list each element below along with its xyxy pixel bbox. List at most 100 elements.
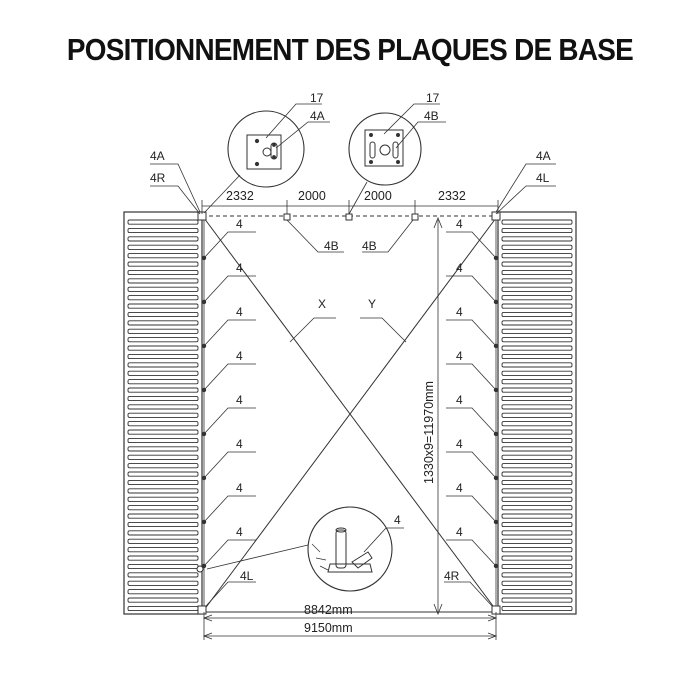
wall-rib [501,295,573,301]
dim-inner-width: 8842mm [304,603,353,617]
wall-rib [501,488,573,494]
wall-rib [501,605,573,612]
page-title: POSITIONNEMENT DES PLAQUES DE BASE [66,32,634,67]
plate-dot [493,343,499,349]
wall-rib [501,328,573,334]
plate-leader-right [446,495,497,523]
bubble-label-4a: 4A [310,109,325,123]
wall-rib [127,269,199,276]
plate-dot [201,519,207,525]
wall-rib [127,429,199,435]
corner-label-tr-4l: 4L [536,171,550,185]
wall-rib [501,538,573,544]
wall-rib [501,387,573,393]
wall-rib [127,488,199,494]
wall-rib [501,555,573,561]
wall-rib [501,261,573,267]
right-wall-panel [497,211,577,615]
wall-rib [127,219,199,225]
wall-rib [127,563,199,570]
wall-rib [127,387,199,393]
plate-label-right: 4 [456,261,463,275]
wall-rib [127,404,199,410]
corner-leaders [150,163,556,607]
plate-label-right: 4 [456,481,463,495]
plate-label-right: 4 [456,525,463,539]
wall-rib [127,580,199,586]
wall-rib [501,253,573,259]
label-4b-left: 4B [324,239,339,253]
plate-leader-right [446,363,497,391]
wall-rib [127,589,199,595]
wall-rib [127,261,199,267]
wall-rib [501,311,573,318]
wall-rib [501,379,573,385]
wall-rib [127,295,199,301]
plate-dot [201,387,207,393]
dim-top-1: 2332 [226,189,254,203]
wall-rib [501,236,573,242]
left-wall-panel [123,211,203,615]
plate-label-left: 4 [236,217,243,231]
label-diagonal-y: Y [368,297,376,311]
wall-rib [501,530,573,536]
label-4b-right: 4B [362,239,377,253]
wall-rib [127,530,199,536]
wall-rib [127,555,199,561]
plate-dot [493,387,499,393]
wall-rib [501,479,573,486]
wall-rib [127,421,199,427]
wall-rib [127,362,199,368]
wall-rib [501,395,573,402]
dim-vertical: 1330x9=11970mm [422,381,436,484]
wall-rib [127,278,199,284]
wall-rib [127,227,199,234]
corner-label-tl-4r: 4R [150,171,166,185]
plate-label-right: 4 [456,305,463,319]
wall-rib [501,521,573,528]
plate-leader-right [446,407,497,435]
wall-rib [127,253,199,259]
dim-top-2: 2000 [298,189,326,203]
plate-label-right: 4 [456,349,463,363]
plate-dot [493,519,499,525]
plate-leader-right [446,539,497,567]
plate-label-left: 4 [236,437,243,451]
plate-leader-right [446,451,497,479]
wall-rib [501,580,573,586]
top-dimension-chain [201,200,499,214]
label-diagonal-x: X [318,297,326,311]
detail-bubble-bottom [206,506,404,592]
wall-rib [501,337,573,343]
wall-rib [127,353,199,360]
label-bottom-4l: 4L [240,569,254,583]
plate-leader-left [203,275,256,303]
bubble-label-17-left: 17 [310,91,324,105]
plate-dot [493,299,499,305]
wall-rib [501,513,573,519]
wall-rib [501,370,573,376]
wall-rib [127,454,199,460]
wall-rib [501,471,573,477]
wall-rib [127,538,199,544]
wall-rib [127,286,199,292]
wall-rib [127,479,199,486]
vertical-dimension [433,216,443,616]
wall-rib [501,589,573,595]
plate-label-left: 4 [236,305,243,319]
plate-leader-right [446,319,497,347]
wall-rib [127,303,199,309]
plate-label-left: 4 [236,261,243,275]
wall-rib [127,496,199,502]
bubble-label-17-right: 17 [426,91,440,105]
diagonal-y [203,217,497,611]
wall-rib [127,395,199,402]
bubble-label-4b: 4B [424,109,439,123]
diagram-labels: 17 4A 17 4B 4A 4R 4A 4L 2332 2000 2000 2… [150,91,551,635]
wall-rib [501,345,573,351]
wall-rib [501,244,573,250]
corner-label-tl-4a: 4A [150,149,165,163]
wall-rib [501,454,573,460]
base-plates [196,211,501,615]
